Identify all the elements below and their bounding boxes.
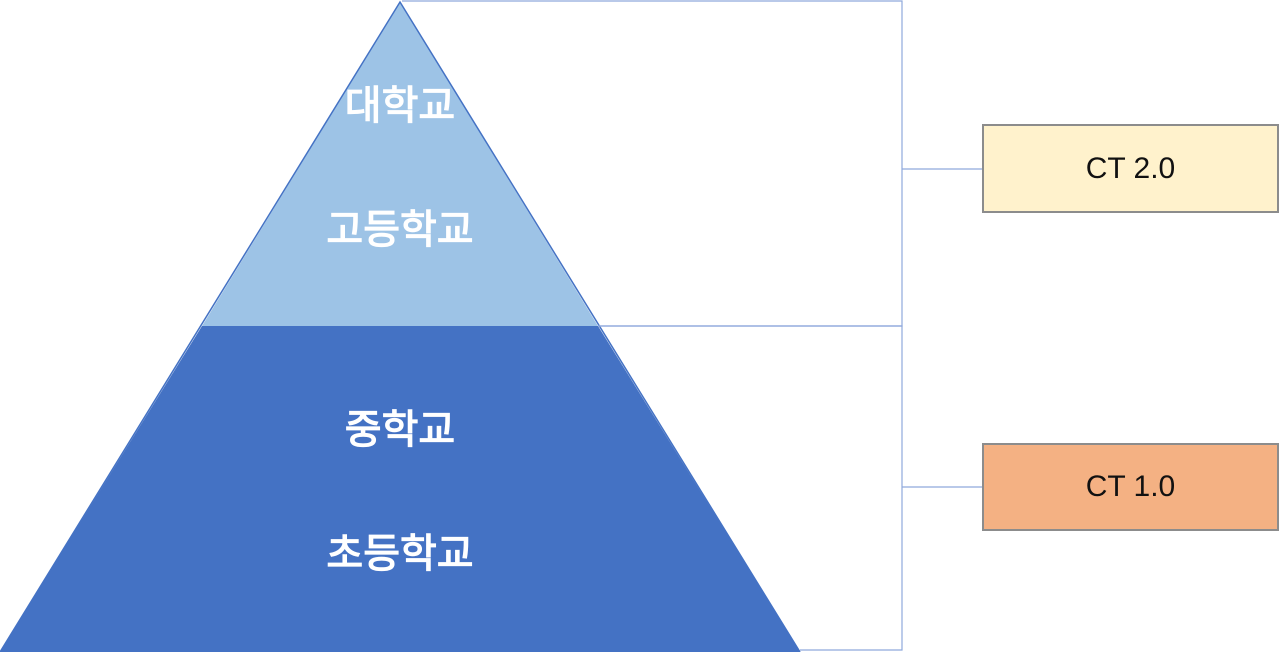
ct-1-label: CT 1.0 [1085, 470, 1176, 503]
level-high-school: 고등학교 [326, 207, 473, 253]
pyramid-outline [0, 0, 801, 652]
ct-2-box: CT 2.0 [982, 124, 1279, 213]
ct-1-box: CT 1.0 [982, 443, 1279, 531]
bracket-lower [600, 325, 982, 651]
pyramid-upper-tier [202, 2, 598, 326]
level-middle-school: 중학교 [345, 407, 455, 453]
pyramid-lower-tier [0, 326, 800, 652]
level-elementary-school: 초등학교 [326, 531, 473, 577]
level-university: 대학교 [345, 83, 455, 129]
ct-2-label: CT 2.0 [1085, 151, 1176, 185]
